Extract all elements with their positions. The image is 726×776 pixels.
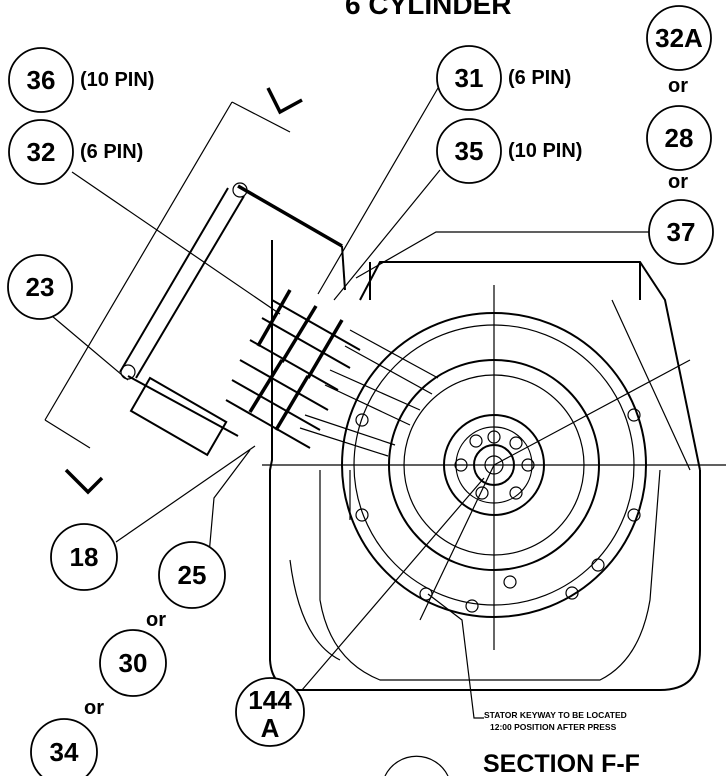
svg-text:35: 35 bbox=[455, 136, 484, 166]
or-label-32a: or bbox=[668, 75, 688, 97]
stator-assembly bbox=[262, 285, 726, 650]
svg-text:37: 37 bbox=[667, 217, 696, 247]
bubble-144a: 144 A bbox=[235, 677, 305, 747]
svg-text:28: 28 bbox=[665, 123, 694, 153]
bubble-34: 34 bbox=[30, 718, 98, 776]
partial-bubble bbox=[384, 755, 449, 776]
svg-text:A: A bbox=[261, 713, 280, 743]
leader-lines bbox=[51, 87, 650, 719]
svg-text:31: 31 bbox=[455, 63, 484, 93]
or-label-25: or bbox=[146, 609, 166, 631]
bubble-37: 37 bbox=[648, 199, 714, 265]
svg-text:30: 30 bbox=[119, 648, 148, 678]
drawing-title: 6 CYLINDER bbox=[345, 0, 511, 20]
svg-text:144: 144 bbox=[248, 685, 292, 715]
svg-text:36: 36 bbox=[27, 65, 56, 95]
svg-text:32: 32 bbox=[27, 137, 56, 167]
bubble-31: 31 bbox=[436, 45, 502, 111]
bubble-36: 36 bbox=[8, 47, 74, 113]
bubble-30: 30 bbox=[99, 629, 167, 697]
stator-note-line-2: 12:00 POSITION AFTER PRESS bbox=[490, 722, 617, 732]
svg-text:18: 18 bbox=[70, 542, 99, 572]
pin-label-35: (10 PIN) bbox=[508, 140, 582, 162]
pin-label-36: (10 PIN) bbox=[80, 69, 154, 91]
generator-housing bbox=[269, 240, 701, 691]
connector-assembly bbox=[119, 182, 439, 457]
bubble-35: 35 bbox=[436, 118, 502, 184]
stator-note-line-1: STATOR KEYWAY TO BE LOCATED bbox=[484, 710, 627, 720]
bubble-28: 28 bbox=[646, 105, 712, 171]
svg-text:32A: 32A bbox=[655, 23, 703, 53]
bubble-18: 18 bbox=[50, 523, 118, 591]
bubble-32a: 32A bbox=[646, 5, 712, 71]
pin-label-31: (6 PIN) bbox=[508, 67, 571, 89]
svg-text:34: 34 bbox=[50, 737, 79, 767]
svg-text:23: 23 bbox=[26, 272, 55, 302]
or-label-28: or bbox=[668, 171, 688, 193]
section-cut-line bbox=[44, 87, 303, 495]
or-label-30: or bbox=[84, 697, 104, 719]
svg-text:25: 25 bbox=[178, 560, 207, 590]
bubble-23: 23 bbox=[7, 254, 73, 320]
section-title: SECTION F-F bbox=[483, 750, 640, 776]
bubble-32: 32 bbox=[8, 119, 74, 185]
pin-label-32: (6 PIN) bbox=[80, 141, 143, 163]
bubble-25: 25 bbox=[158, 541, 226, 609]
